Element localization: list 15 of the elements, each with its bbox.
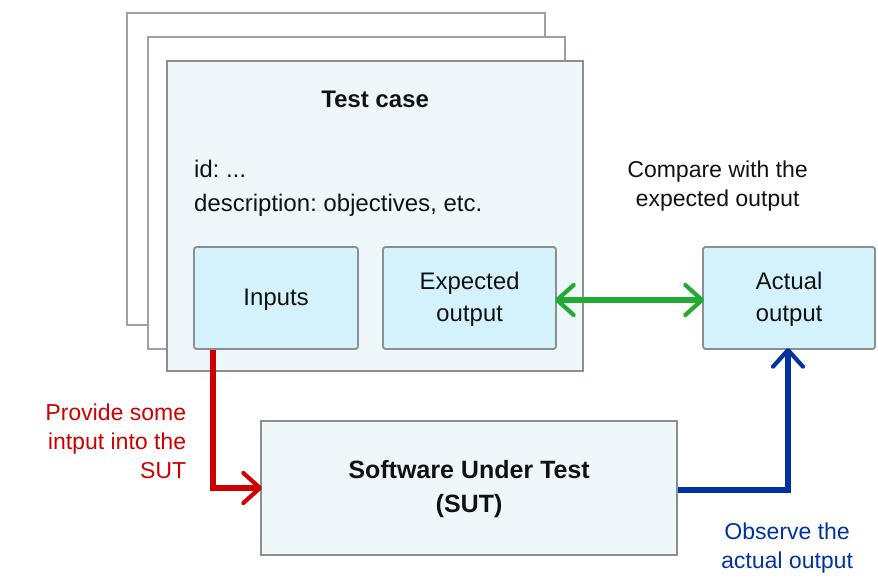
process-box [260, 420, 678, 556]
arrow [210, 350, 262, 506]
card-heading: Test case [320, 86, 430, 115]
arrow [678, 348, 806, 493]
inputs-box [193, 246, 359, 350]
field-text: id: ... [194, 156, 246, 185]
expected-output-box [382, 246, 557, 350]
arrow [554, 282, 704, 318]
actual-output-box [702, 246, 876, 350]
node-label: Expected output [418, 266, 521, 329]
field-text: description: objectives, etc. [194, 190, 482, 219]
node-label: Inputs [243, 282, 309, 313]
node-label: Actual output [754, 266, 824, 329]
test-case-card [166, 60, 584, 372]
node-label: Software Under Test (SUT) [347, 455, 591, 520]
